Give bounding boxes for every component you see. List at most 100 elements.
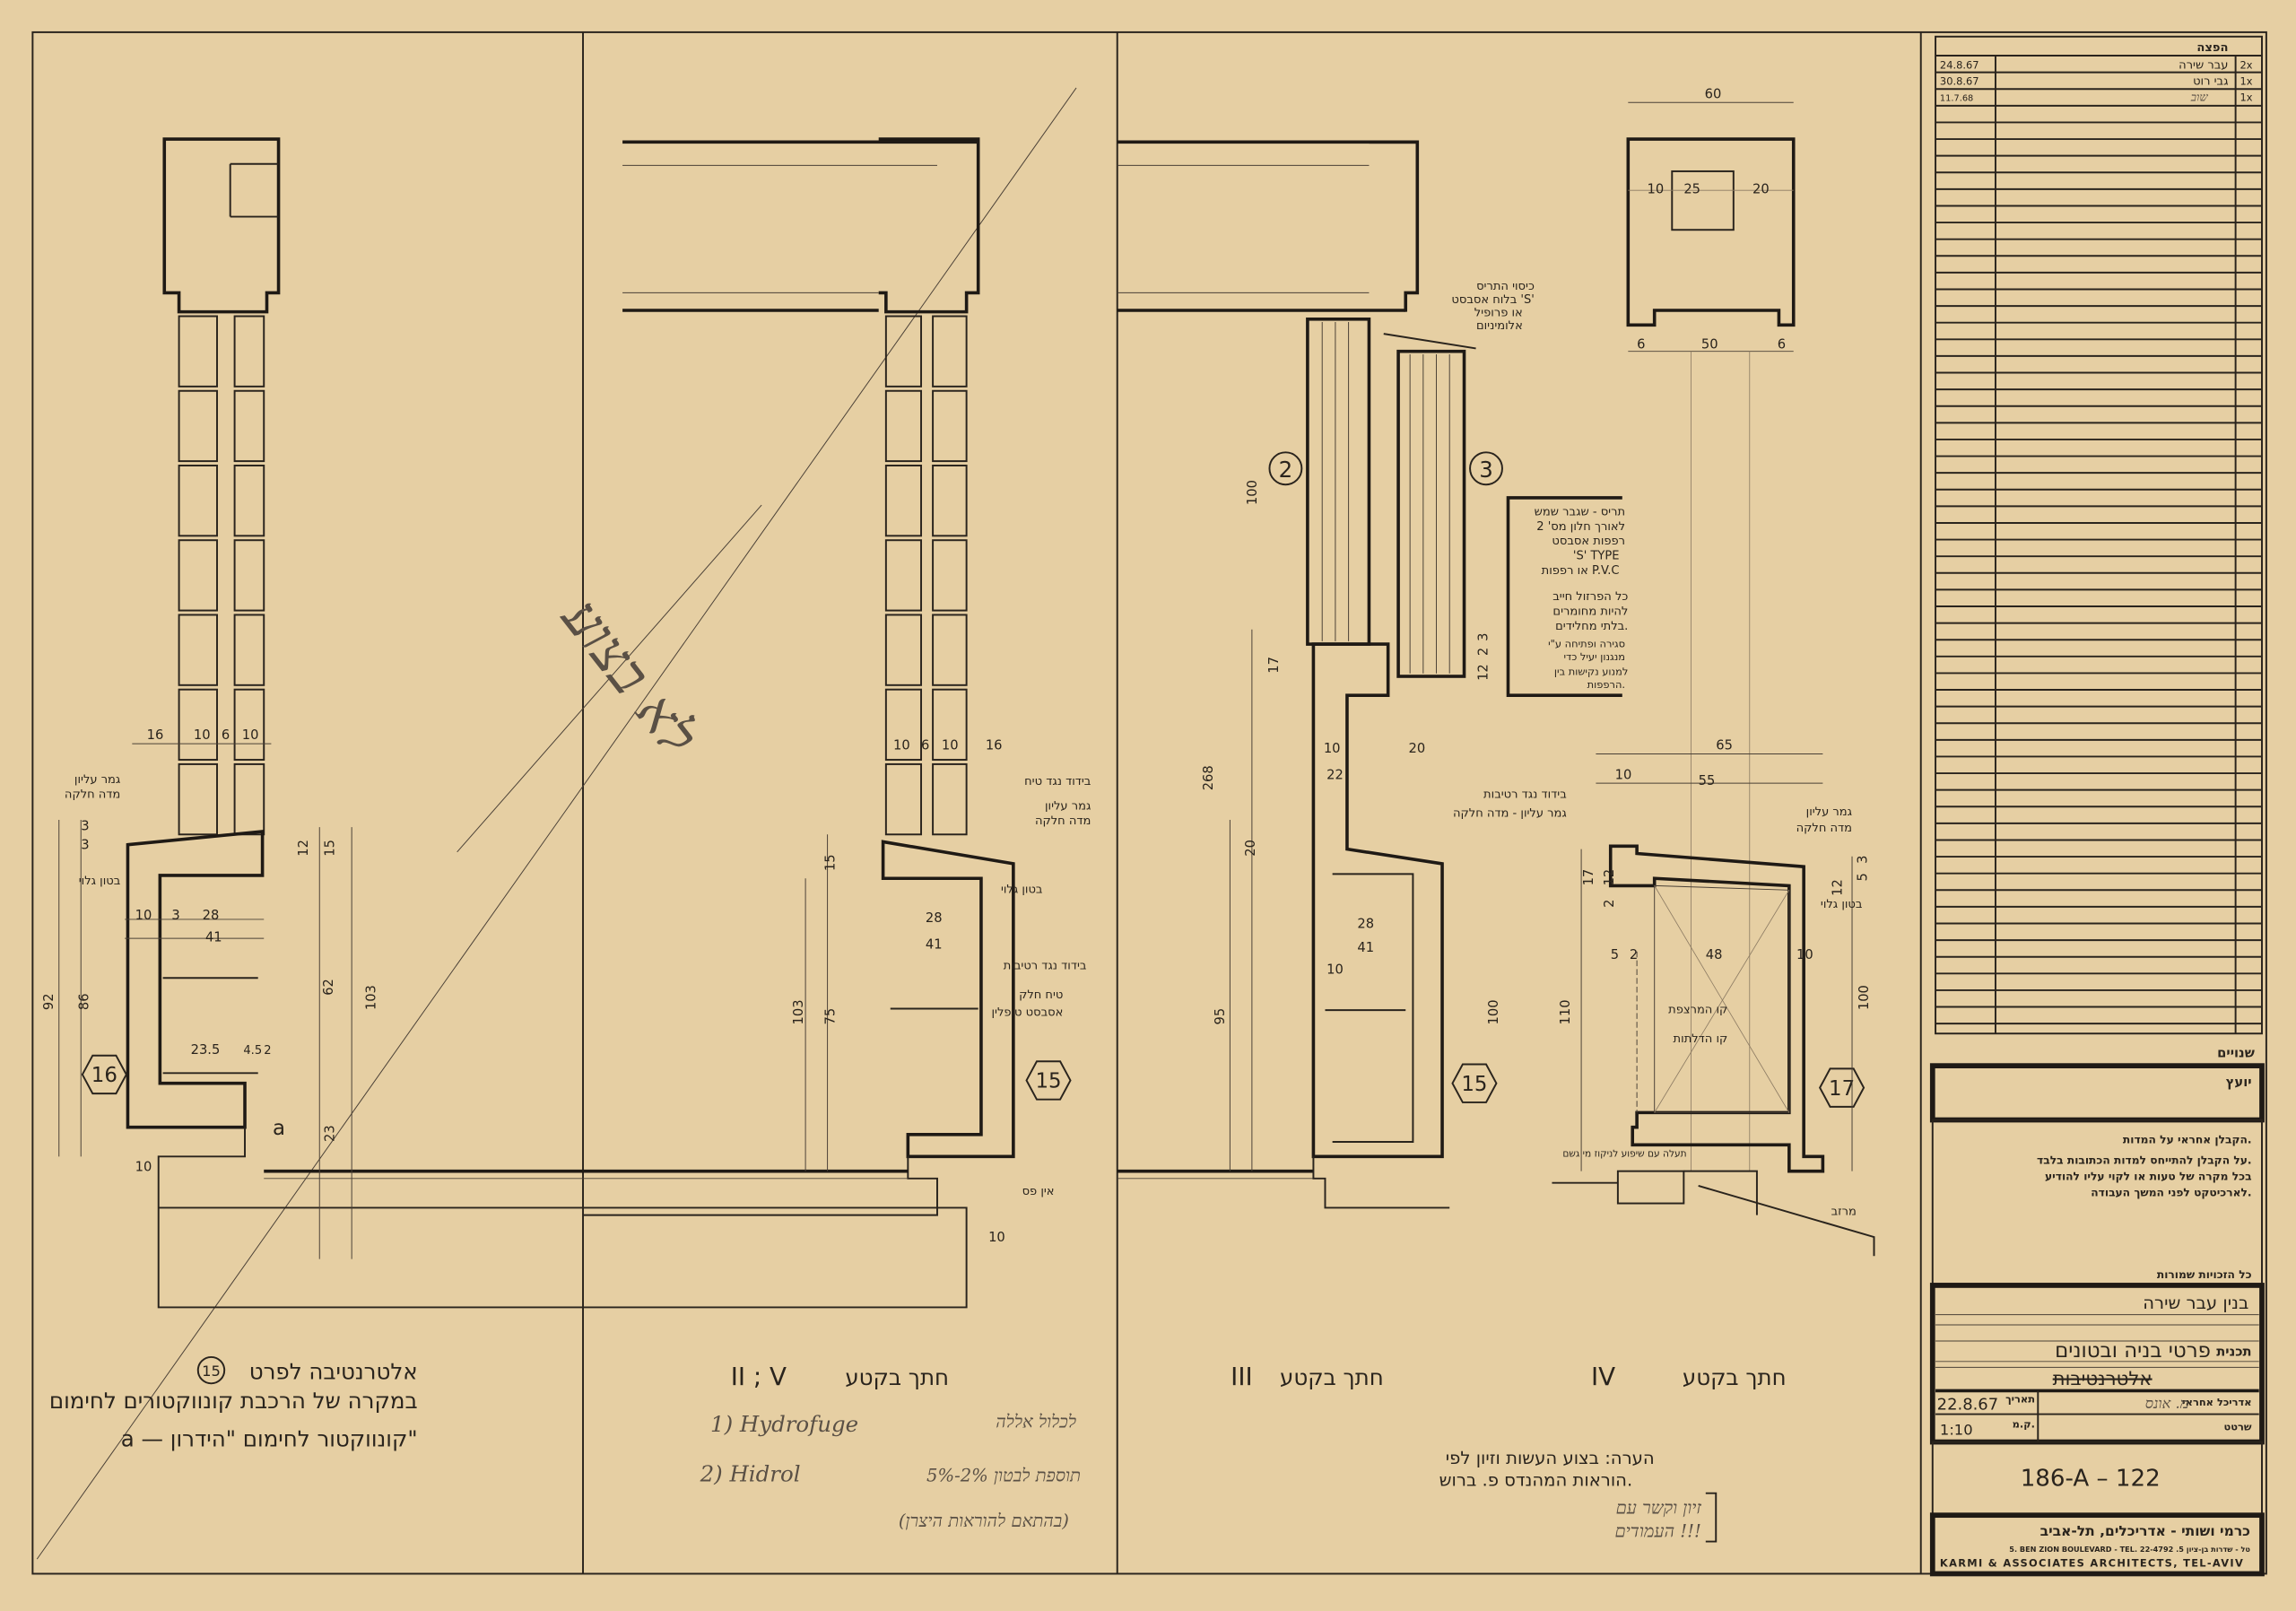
drawing-scale: 1:10 bbox=[1940, 1421, 1973, 1438]
revision-count: 1x bbox=[2240, 75, 2253, 88]
dim-label: 28 bbox=[1357, 917, 1374, 932]
dim-label: 10 bbox=[135, 1160, 152, 1175]
firm-box bbox=[1929, 1512, 2265, 1577]
revision-table: הפצה 24.8.67 עבר שירה 2x 30.8.67 גבי רוט… bbox=[1935, 35, 2263, 1060]
firm-name: כרמי ושותי - אדריכלים, תל-אביב bbox=[2040, 1523, 2250, 1539]
detail-number: 15 bbox=[1461, 1073, 1487, 1096]
detail-16-section: 16 16 10 6 10 3 3 12 15 10 3 28 41 92 86… bbox=[41, 137, 584, 1451]
dim-label: 16 bbox=[147, 727, 164, 743]
revision-date: 24.8.67 bbox=[1940, 59, 1979, 72]
architect-signature: מ. אונס bbox=[2145, 1395, 2189, 1412]
dim-label: 15 bbox=[323, 840, 338, 857]
shutter-frame-3 bbox=[1396, 349, 1466, 678]
dim-label: 10 bbox=[242, 727, 259, 743]
drafter-label: שרטט bbox=[2224, 1421, 2252, 1433]
dim-label: 110 bbox=[1558, 999, 1573, 1024]
concrete-block bbox=[932, 762, 968, 836]
stamp-strike-line bbox=[457, 504, 762, 853]
revision-recipient: שוב bbox=[2190, 91, 2209, 105]
panel-caption: a — קונווקטור לחימום "הידרון" bbox=[121, 1425, 418, 1451]
drawing-number: 186-A – 122 bbox=[2021, 1466, 2161, 1493]
handwritten-note: זיון וקשר עם bbox=[1616, 1498, 1702, 1519]
concrete-block bbox=[884, 688, 923, 762]
contractor-note: הקבלן אחראי על המדות. bbox=[2123, 1134, 2252, 1146]
hatched-sill bbox=[881, 840, 1015, 1159]
revision-count: 2x bbox=[2240, 59, 2253, 72]
drawing-date: 22.8.67 bbox=[1937, 1396, 1998, 1415]
dim-label: 12 bbox=[296, 840, 311, 857]
window-ref-number: 3 bbox=[1479, 457, 1493, 483]
contractor-note: לארכיטקט לפני המשך העבודה. bbox=[2091, 1186, 2251, 1198]
callout: קו המרצפת bbox=[1668, 1003, 1727, 1016]
dim-label: 55 bbox=[1699, 773, 1716, 788]
callout: או פרופיל bbox=[1474, 307, 1523, 320]
concrete-block bbox=[233, 614, 265, 686]
concrete-block bbox=[233, 539, 265, 612]
callout: אסבסט טופלין bbox=[991, 1006, 1063, 1020]
dim-label: 17 bbox=[1266, 657, 1282, 674]
dim-label: 10 bbox=[1324, 741, 1341, 756]
dim-label: 75 bbox=[823, 1008, 839, 1025]
dim-label: 3 bbox=[171, 908, 179, 923]
callout: בידוד נגד רטיבות bbox=[1483, 788, 1567, 801]
callout: מדה חלקה bbox=[1035, 814, 1091, 828]
concrete-sill bbox=[1608, 844, 1825, 1173]
dim-label: 268 bbox=[1201, 765, 1216, 790]
column-plan bbox=[1626, 137, 1796, 327]
section-caption: חתך בקטע bbox=[1683, 1364, 1787, 1390]
dim-label: 3 bbox=[1855, 856, 1870, 864]
dim-label: 6 bbox=[1637, 336, 1645, 352]
project-name: בנין עבר שירה bbox=[2143, 1293, 2248, 1313]
detail-number: 16 bbox=[91, 1064, 117, 1087]
architect-label: אדריכל אחראי bbox=[2182, 1396, 2251, 1408]
note-line: בלתי מחלידים. bbox=[1555, 620, 1628, 633]
note-line: הרפפות. bbox=[1587, 678, 1625, 691]
detail-15-section-II-V: 15 10 6 10 16 15 28 41 103 75 10 בידוד נ… bbox=[583, 137, 1091, 1531]
callout: קו הדלתות bbox=[1674, 1032, 1728, 1046]
dim-label: 12 bbox=[1476, 664, 1492, 681]
scale-label: ק.מ. bbox=[2013, 1417, 2035, 1430]
dim-label: 103 bbox=[363, 985, 378, 1010]
dim-label: 5 bbox=[1855, 873, 1870, 881]
dim-label: 2 bbox=[1630, 947, 1638, 962]
note-line: כל הפרזול חייב bbox=[1552, 590, 1628, 604]
engineer-note: הערה: בצוע העשות וזיון לפי bbox=[1446, 1448, 1655, 1468]
dim-label: 65 bbox=[1716, 738, 1733, 753]
note-line: או רפפות P.V.C bbox=[1542, 564, 1620, 578]
concrete-block bbox=[932, 465, 968, 537]
callout-top-finish: גמר עליון bbox=[74, 773, 120, 787]
dim-label: 100 bbox=[1245, 480, 1260, 505]
concrete-block bbox=[233, 762, 265, 836]
plan-title: פרטי בניה ובטונים bbox=[2055, 1339, 2211, 1363]
callout: מדה חלקה bbox=[1796, 822, 1852, 835]
section-number: II ; V bbox=[731, 1362, 787, 1391]
callout: בטון גלוי bbox=[1001, 884, 1043, 897]
concrete-block bbox=[884, 465, 923, 537]
revision-recipient: גבי רוט bbox=[2193, 75, 2228, 89]
dim-label: 3 bbox=[81, 818, 89, 833]
note-line: מנגנון יעיל כדי bbox=[1563, 650, 1625, 663]
concrete-block bbox=[233, 688, 265, 762]
handwritten-note: 2) Hidrol bbox=[700, 1461, 801, 1487]
callout: טיח חלק bbox=[1019, 988, 1063, 1002]
section-caption: חתך בקטע bbox=[1280, 1364, 1384, 1390]
dim-label: 95 bbox=[1213, 1008, 1228, 1025]
detail-number: 15 bbox=[1035, 1070, 1061, 1093]
callout-smooth-measure: מדה חלקה bbox=[65, 788, 120, 801]
title-block: יועץ הקבלן אחראי על המדות. על הקבלן להתי… bbox=[1929, 1063, 2265, 1577]
callout: בידוד נגד רטיבות bbox=[1004, 959, 1087, 972]
ref-circle bbox=[196, 1355, 226, 1385]
dim-label: 41 bbox=[205, 929, 222, 945]
dim-label: 4.5 bbox=[243, 1044, 262, 1058]
concrete-block bbox=[932, 688, 968, 762]
concrete-block bbox=[233, 389, 265, 463]
concrete-block bbox=[178, 762, 218, 836]
note-line: סגירה ופתיחה ע"י bbox=[1548, 637, 1625, 649]
shutter-note: תריס - שגבר שמש לאורך חלון מס' 2 רפפות א… bbox=[1535, 505, 1629, 691]
window-ref-number: 2 bbox=[1279, 457, 1293, 483]
dim-label: 100 bbox=[1486, 999, 1501, 1024]
dim-label: 10 bbox=[1615, 767, 1632, 782]
handwritten-note: (בהתאם להוראות היצרן) bbox=[899, 1511, 1069, 1531]
dim-label: 10 bbox=[135, 908, 152, 923]
dim-label: 25 bbox=[1683, 181, 1700, 196]
